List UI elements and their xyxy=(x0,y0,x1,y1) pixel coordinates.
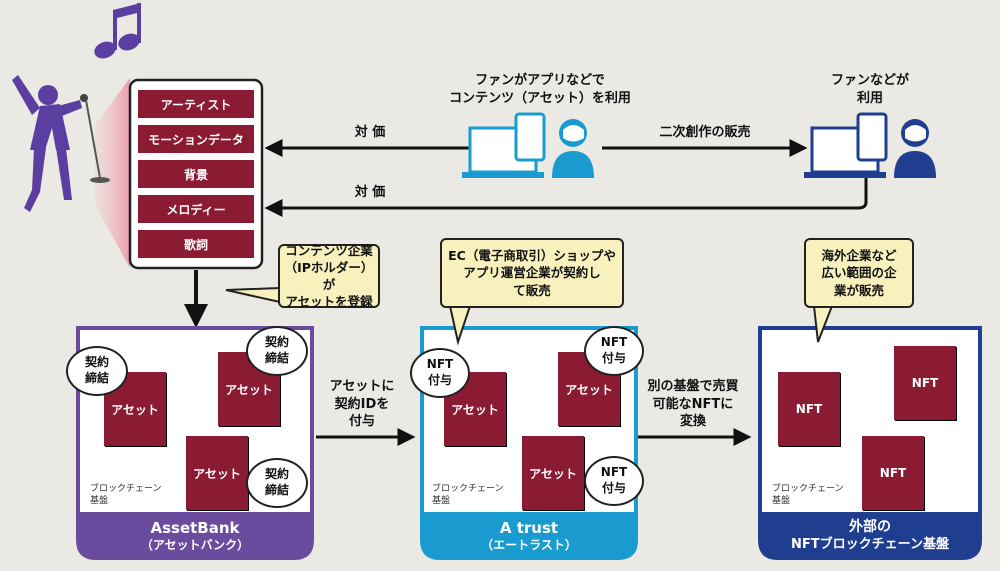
layer-motion-data: モーションデータ xyxy=(138,125,254,153)
nft-card: NFT xyxy=(862,436,924,510)
layer-melody: メロディー xyxy=(138,195,254,223)
payment-label-top: 対 価 xyxy=(354,125,386,140)
assetbank-label-tab xyxy=(76,512,314,560)
external-user-icon xyxy=(894,119,936,178)
fan-devices-icon xyxy=(462,112,546,178)
secondary-sales-label: 二次創作の販売 xyxy=(659,125,751,140)
external-label: 外部の NFTブロックチェーン基盤 xyxy=(791,519,949,552)
assetbank-label: AssetBank （アセットバンク） xyxy=(140,519,250,552)
ip-bubble-tail xyxy=(225,286,281,304)
fan-user-icon xyxy=(552,119,594,178)
convert-label-1: アセットに 契約IDを 付与 xyxy=(329,379,395,430)
external-user-caption: ファンなどが 利用 xyxy=(830,73,909,106)
layer-background: 背景 xyxy=(138,160,254,188)
fan-caption: ファンがアプリなどで コンテンツ（アセット）を利用 xyxy=(449,73,631,106)
external-devices-icon xyxy=(804,112,888,178)
payment-arrow-bottom xyxy=(264,168,868,217)
nft-card: NFT xyxy=(778,372,840,446)
music-note-icon xyxy=(94,3,141,59)
payment-label-bottom: 対 価 xyxy=(354,185,386,200)
asset-card: アセット xyxy=(104,372,166,446)
contract-tag: 契約締結 xyxy=(66,346,128,396)
asset-card: アセット xyxy=(522,436,584,510)
atrust-label: A trust （エートラスト） xyxy=(481,519,577,552)
atrust-label-tab xyxy=(420,512,638,560)
ec-shop-bubble: EC（電子商取引）ショップや アプリ運営企業が契約し て販売 xyxy=(440,238,624,308)
contract-tag: 契約締結 xyxy=(246,458,308,508)
overseas-bubble: 海外企業など 広い範囲の企 業が販売 xyxy=(804,238,914,308)
external-footer: ブロックチェーン 基盤 xyxy=(772,484,844,506)
nft-card: NFT xyxy=(894,346,956,420)
atrust-footer: ブロックチェーン 基盤 xyxy=(432,484,504,506)
asset-card: アセット xyxy=(186,436,248,510)
contract-tag: 契約締結 xyxy=(246,326,308,376)
spotlight-beam xyxy=(95,78,130,268)
layer-lyrics: 歌詞 xyxy=(138,230,254,258)
singer-icon xyxy=(12,75,110,212)
layer-artist: アーティスト xyxy=(138,90,254,118)
external-label-tab xyxy=(758,512,982,560)
assetbank-footer: ブロックチェーン 基盤 xyxy=(90,484,162,506)
ip-holder-bubble: コンテンツ企業 （IPホルダー）が アセットを登録 xyxy=(278,243,380,309)
convert-label-2: 別の基盤で売買 可能なNFTに 変換 xyxy=(647,379,739,430)
